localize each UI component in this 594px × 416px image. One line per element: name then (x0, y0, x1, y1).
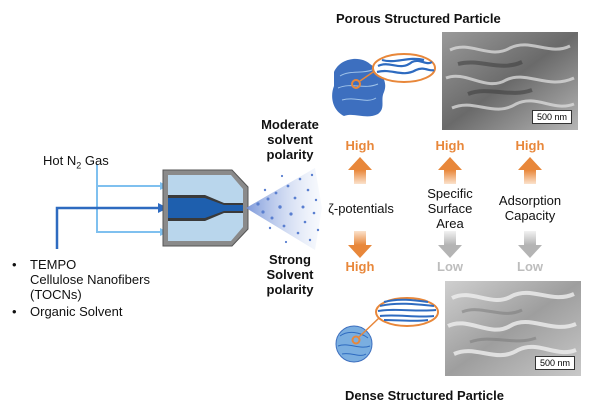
zeta-top-value: High (345, 138, 375, 153)
zeta-bottom-value: High (345, 259, 375, 274)
spray-droplets (256, 173, 320, 244)
surface-area-label: Specific Surface Area (427, 186, 473, 231)
strong-polarity-label: Strong Solvent polarity (266, 252, 314, 297)
input-item-tocn: • TEMPO Cellulose Nanofibers (TOCNs) (12, 257, 162, 302)
moderate-polarity-label: Moderate solvent polarity (261, 117, 319, 162)
zeta-potential-label: ζ-potentials (328, 201, 394, 216)
scale-bar-dense: 500 nm (534, 356, 575, 370)
adsorption-capacity-label: Adsorption Capacity (498, 193, 562, 223)
scale-bar-porous: 500 nm (531, 110, 572, 124)
dense-particle-title: Dense Structured Particle (345, 388, 504, 403)
sem-porous-frame: 500 nm (442, 32, 578, 130)
sem-image-porous (442, 32, 578, 130)
arrow-zeta-up (348, 157, 372, 184)
arrow-adsorption-up (518, 157, 542, 184)
arrow-zeta-down (348, 231, 372, 258)
hot-gas-label: Hot N2 Gas (43, 153, 109, 171)
porous-particle-illustration (332, 53, 436, 117)
arrow-surface-up (438, 157, 462, 184)
dense-particle-illustration (335, 297, 439, 363)
surface-area-bottom-value: Low (437, 259, 463, 274)
input-list: • TEMPO Cellulose Nanofibers (TOCNs) • O… (12, 257, 162, 319)
input-item-solvent: • Organic Solvent (12, 304, 162, 319)
adsorption-bottom-value: Low (517, 259, 543, 274)
feed-line (55, 206, 158, 249)
adsorption-top-value: High (515, 138, 545, 153)
sem-dense-frame: 500 nm (445, 281, 581, 376)
arrow-surface-down (438, 231, 462, 258)
bullet-1: • (12, 257, 17, 272)
input-item-solvent-text: Organic Solvent (30, 304, 123, 319)
arrow-adsorption-down (518, 231, 542, 258)
input-item-tocn-text: TEMPO Cellulose Nanofibers (TOCNs) (30, 257, 150, 302)
porous-particle-title: Porous Structured Particle (336, 11, 501, 26)
surface-area-top-value: High (435, 138, 465, 153)
gas-lines (96, 164, 160, 233)
spray-cone (246, 168, 322, 250)
spray-nozzle (162, 169, 249, 247)
bullet-2: • (12, 304, 17, 319)
